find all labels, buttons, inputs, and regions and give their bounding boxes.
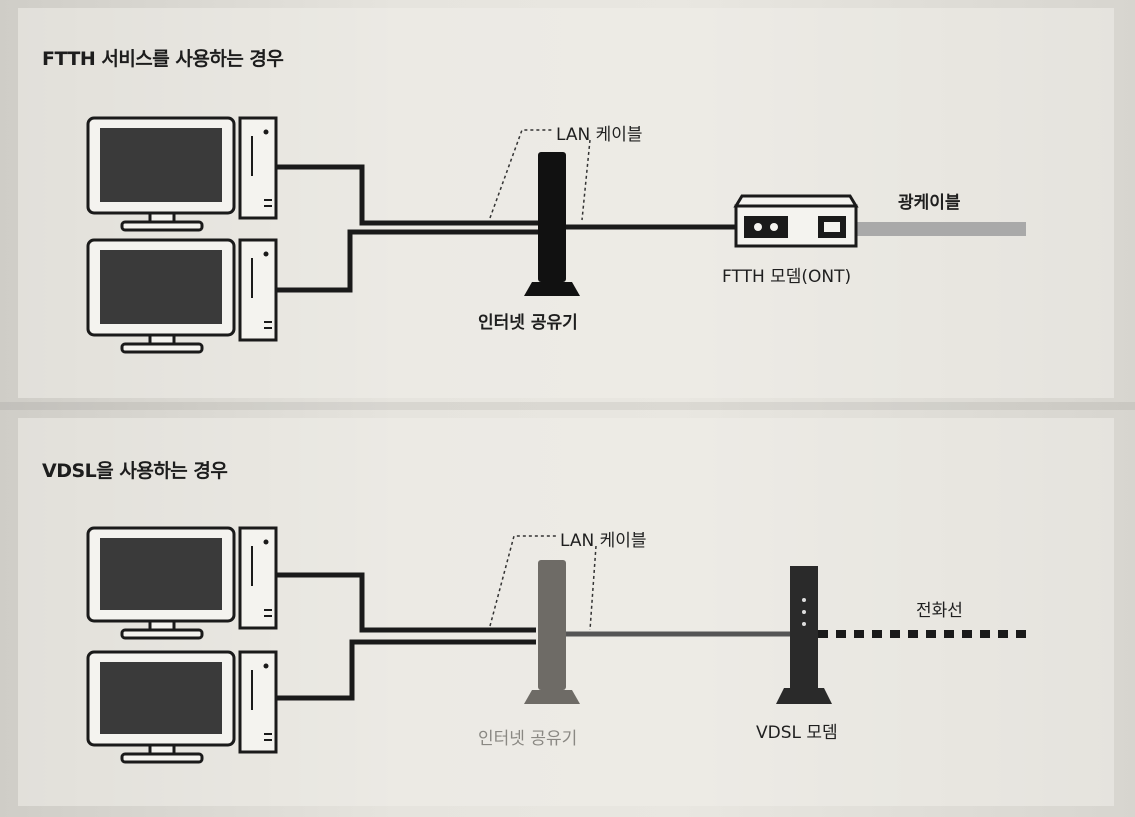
ftth-pc-1 — [86, 116, 278, 232]
ftth-modem-label: FTTH 모뎀(ONT) — [722, 267, 852, 287]
panel-divider — [0, 402, 1135, 410]
fiber-cable-label: 광케이블 — [898, 193, 961, 213]
phone-line-label: 전화선 — [916, 601, 963, 621]
vdsl-modem-label: VDSL 모뎀 — [756, 723, 838, 743]
vdsl-router-label: 인터넷 공유기 — [478, 729, 578, 749]
vdsl-title: VDSL을 사용하는 경우 — [42, 460, 228, 482]
vdsl-lan-leader-right — [589, 545, 597, 631]
ftth-pc-2 — [86, 238, 278, 354]
vdsl-pc-2 — [86, 650, 278, 764]
vdsl-lan-cable-label: LAN 케이블 — [560, 531, 647, 551]
vdsl-modem — [776, 566, 832, 704]
ftth-router — [524, 152, 580, 296]
ftth-modem — [733, 194, 859, 248]
vdsl-lan-cables — [277, 572, 536, 701]
ftth-router-label: 인터넷 공유기 — [478, 313, 578, 333]
ftth-lan-leader-left — [489, 129, 552, 219]
ftth-title: FTTH 서비스를 사용하는 경우 — [42, 48, 284, 70]
vdsl-lan-leader-left — [489, 535, 556, 627]
ftth-lan-leader-right — [581, 139, 591, 221]
vdsl-pc-1 — [86, 526, 278, 640]
vdsl-router — [524, 560, 580, 704]
ftth-lan-cable-label: LAN 케이블 — [556, 125, 643, 145]
ftth-lan-cables — [277, 164, 540, 293]
